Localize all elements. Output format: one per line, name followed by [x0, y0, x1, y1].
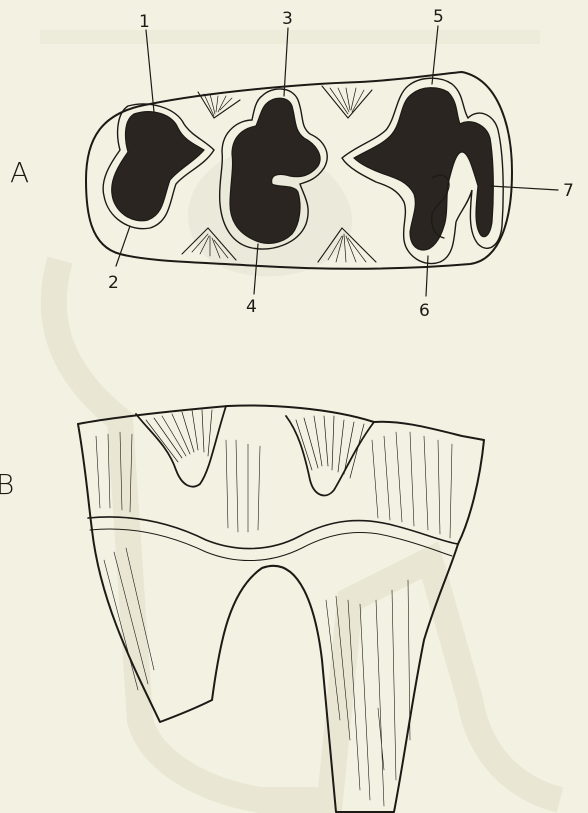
callout-label-7: 7: [563, 181, 574, 201]
cervical-line-inner: [90, 529, 452, 561]
dentine-cusp-right: [354, 88, 493, 250]
panel-label-a: A: [10, 156, 29, 189]
callout-label-1: 1: [139, 12, 150, 32]
cusp-valley-right: [286, 416, 374, 495]
panel-b-lateral-view: B: [0, 406, 484, 812]
cusp-valley-left: [136, 406, 226, 487]
callout-label-5: 5: [433, 7, 444, 27]
callout-label-4: 4: [246, 297, 257, 317]
callout-label-2: 2: [108, 273, 119, 293]
cervical-line: [88, 517, 458, 549]
panel-label-b: B: [0, 468, 14, 501]
callout-label-3: 3: [282, 9, 293, 29]
crown-side-hatching: [96, 432, 452, 538]
callout-label-6: 6: [419, 301, 430, 321]
valley-hatching: [146, 410, 364, 478]
